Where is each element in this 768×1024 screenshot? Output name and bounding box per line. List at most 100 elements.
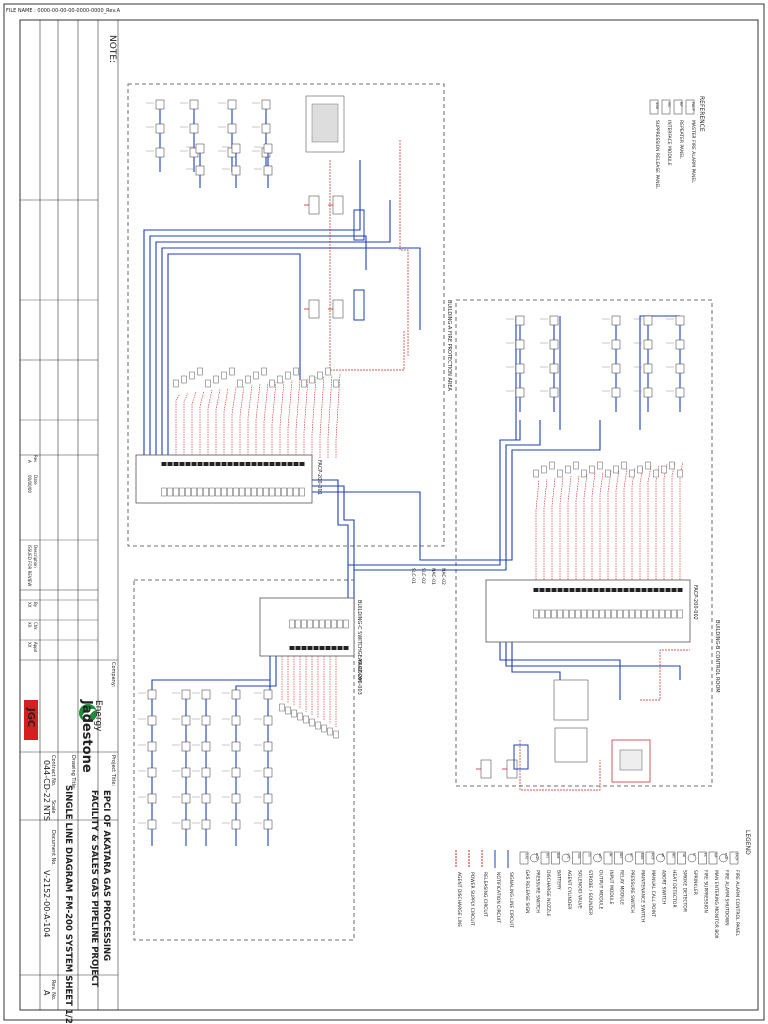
drawing-title-label: Drawing Title: <box>70 755 76 790</box>
appd-header: Appd <box>33 642 38 653</box>
legend-symbol <box>645 851 655 865</box>
legend-code: BAT <box>556 853 560 859</box>
legend-symbol <box>551 851 560 865</box>
field-device <box>653 469 659 478</box>
rev-no-label: Rev. No. <box>50 980 56 1001</box>
reference-label: MASTER FIRE ALARM PANEL <box>690 120 696 183</box>
legend-line-label: NOTIFICATION CIRCUIT <box>495 872 501 923</box>
slc-bus-line <box>155 200 391 470</box>
legend-code: FS <box>703 853 707 857</box>
field-device <box>173 379 179 388</box>
notification-circuit-line <box>327 374 333 458</box>
terminal <box>301 619 307 629</box>
device-box <box>263 793 273 804</box>
field-device <box>333 730 339 739</box>
device-box <box>675 339 685 350</box>
notification-circuit-line <box>583 473 588 582</box>
field-device <box>589 465 595 474</box>
notification-circuit-line <box>191 391 197 458</box>
releasing-circuit-line <box>640 649 690 701</box>
terminal-header <box>299 462 305 466</box>
field-device <box>645 461 651 470</box>
device-box <box>201 819 211 830</box>
legend-code: IM <box>609 853 613 857</box>
device-box <box>231 143 241 154</box>
legend-label: HEAT DETECTOR <box>671 870 677 908</box>
terminal <box>221 487 227 497</box>
notification-circuit-line <box>303 377 309 458</box>
field-device <box>581 469 587 478</box>
device-box <box>189 123 199 134</box>
zone-right <box>455 299 713 787</box>
chk-header: Chk <box>33 622 38 630</box>
device-box <box>201 767 211 778</box>
rev-header: Rev <box>33 455 38 463</box>
field-device <box>549 461 555 470</box>
legend-label: SOLENOID VALVE <box>577 870 583 909</box>
terminal-header <box>545 588 551 592</box>
trunk-line <box>312 491 488 561</box>
terminal <box>281 487 287 497</box>
terminal-header <box>289 646 295 650</box>
terminal <box>611 609 617 619</box>
terminal-header <box>569 588 575 592</box>
reference-symbol <box>673 99 683 115</box>
by-value: XX <box>27 602 32 608</box>
device-box <box>181 689 191 700</box>
reference-label: REPEATER PANEL <box>678 120 684 159</box>
legend-symbol <box>729 851 739 865</box>
terminal-header <box>605 588 611 592</box>
terminal-header <box>215 462 221 466</box>
scale: NTS <box>42 805 51 821</box>
terminal-header <box>209 462 215 466</box>
terminal <box>545 609 551 619</box>
device-box <box>643 339 653 350</box>
notification-circuit-line <box>319 375 325 458</box>
terminal <box>581 609 587 619</box>
zone-right-label: BUILDING-B CONTROL ROOM <box>714 620 720 693</box>
legend-line-label: RELEASING CIRCUIT <box>482 872 488 917</box>
device-box <box>155 147 165 158</box>
legend-code: MP <box>714 853 718 858</box>
terminal-header <box>251 462 257 466</box>
legend-label: BATTERY <box>556 870 562 890</box>
legend-symbol <box>708 851 718 865</box>
terminal-header <box>185 462 191 466</box>
terminal <box>665 609 671 619</box>
field-device <box>237 379 243 388</box>
notification-circuit-line <box>231 386 237 458</box>
device-box <box>231 715 241 726</box>
legend-line-label: SIGNALING LINE CIRCUIT <box>508 872 514 928</box>
notification-circuit-line <box>543 478 548 582</box>
terminal <box>677 609 683 619</box>
terminal <box>641 609 647 619</box>
terminal-header <box>587 588 593 592</box>
terminal <box>599 609 605 619</box>
legend-code: SS <box>588 853 592 857</box>
device-box <box>201 689 211 700</box>
legend-symbol <box>656 853 665 863</box>
notification-circuit-line <box>175 393 181 458</box>
terminal-header <box>635 588 641 592</box>
notification-circuit-line <box>639 466 644 582</box>
field-device <box>229 367 235 376</box>
terminal <box>239 487 245 497</box>
slc-bus-line <box>151 639 271 690</box>
reference-code: RP <box>679 102 683 107</box>
terminal-header <box>197 462 203 466</box>
legend-code: CYL <box>567 853 571 859</box>
terminal-header <box>203 462 209 466</box>
project-title-2: FACILITY & SALES GAS PIPELINE PROJECT <box>89 790 99 987</box>
terminal-header <box>325 646 331 650</box>
junction-label: SLC-02 <box>420 568 426 584</box>
field-device <box>279 703 285 712</box>
reference-symbol <box>661 99 671 115</box>
chk-value: XX <box>27 622 32 628</box>
terminal-header <box>245 462 251 466</box>
field-device <box>629 469 635 478</box>
terminal <box>343 619 349 629</box>
device-layer <box>138 99 685 846</box>
reference-code: MC <box>667 102 671 108</box>
device-box <box>147 689 157 700</box>
